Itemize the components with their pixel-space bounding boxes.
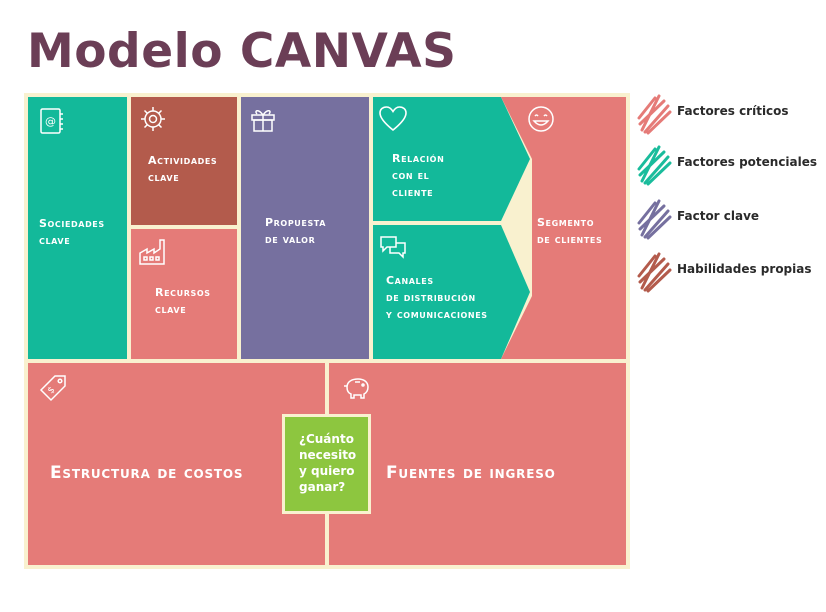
legend-label: Factores críticos [677, 104, 789, 118]
svg-text:@: @ [45, 115, 56, 128]
gear-icon [138, 104, 168, 134]
legend-label: Factores potenciales [677, 155, 818, 169]
piggy-bank-icon [342, 373, 372, 403]
critical-scribble-icon [637, 94, 672, 135]
revenue-streams-label: Fuentes de ingreso [386, 463, 556, 483]
value-proposition-label: Propuesta de valor [265, 216, 327, 246]
customer-relationships-block[interactable]: Relación con el cliente [373, 97, 531, 221]
key-activities-label: Actividades clave [148, 154, 218, 184]
cost-structure-block[interactable]: $ Estructura de costos [28, 363, 325, 565]
value-proposition-block[interactable]: Propuesta de valor [241, 97, 369, 359]
chat-bubbles-icon [378, 233, 408, 263]
factory-icon [138, 237, 168, 267]
revenue-streams-block[interactable]: Fuentes de ingreso [329, 363, 626, 565]
channels-block[interactable]: Canales de distribución y comunicaciones [373, 225, 531, 359]
address-book-icon: @ [36, 106, 66, 136]
channels-shape [373, 225, 530, 359]
key-partners-label: Sociedades clave [39, 217, 105, 247]
customer-segments-label: Segmento de clientes [537, 216, 603, 246]
question-box[interactable]: ¿Cuánto necesito y quiero ganar? [282, 414, 371, 514]
legend-label: Habilidades propias [677, 262, 812, 276]
gift-icon [248, 104, 278, 134]
customer-relationships-shape [373, 97, 530, 221]
skills-scribble-icon [637, 252, 672, 293]
page-title: Modelo CANVAS [27, 24, 457, 79]
key-resources-label: Recursos clave [155, 286, 211, 316]
cost-structure-label: Estructura de costos [50, 463, 244, 483]
key-resources-block[interactable]: Recursos clave [131, 229, 237, 359]
canvas-board: @ Sociedades clave Actividades clave [24, 93, 630, 569]
potential-scribble-icon [637, 145, 672, 186]
price-tag-icon: $ [38, 373, 68, 403]
channels-label: Canales de distribución y comunicaciones [386, 274, 488, 321]
question-label: ¿Cuánto necesito y quiero ganar? [299, 432, 357, 494]
heart-icon [378, 104, 408, 134]
key-factor-scribble-icon [637, 199, 672, 240]
customer-segments-block[interactable]: Segmento de clientes [501, 97, 626, 359]
smiley-icon [526, 104, 556, 134]
svg-text:$: $ [46, 385, 57, 396]
customer-relationships-label: Relación con el cliente [392, 152, 445, 199]
legend-label: Factor clave [677, 209, 760, 223]
customer-segments-shape [501, 97, 626, 359]
key-partners-block[interactable]: @ Sociedades clave [28, 97, 127, 359]
key-activities-block[interactable]: Actividades clave [131, 97, 237, 225]
